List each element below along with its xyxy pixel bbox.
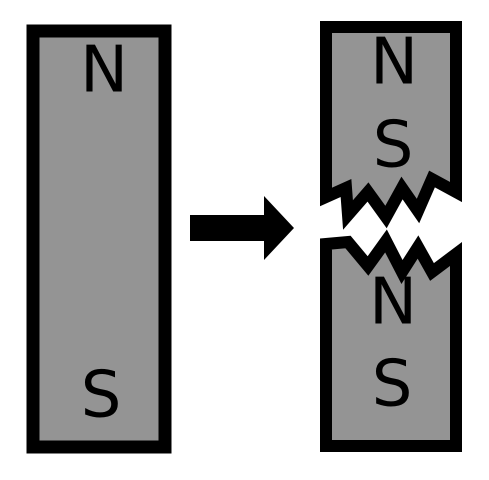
broken-magnet-upper-piece: [320, 21, 462, 230]
upper-piece-north-label: N: [370, 26, 418, 100]
lower-piece-south-label: S: [372, 348, 413, 422]
broken-magnet: N S N S: [320, 21, 462, 452]
right-arrow-icon: [190, 196, 294, 260]
whole-magnet-north-label: N: [80, 34, 128, 108]
whole-magnet-south-label: S: [81, 359, 122, 433]
lower-piece-north-label: N: [369, 266, 417, 340]
whole-magnet-body: [26, 24, 172, 454]
broken-magnet-lower-piece: [320, 229, 462, 452]
whole-magnet: N S: [26, 24, 172, 454]
upper-piece-south-label: S: [373, 109, 414, 183]
